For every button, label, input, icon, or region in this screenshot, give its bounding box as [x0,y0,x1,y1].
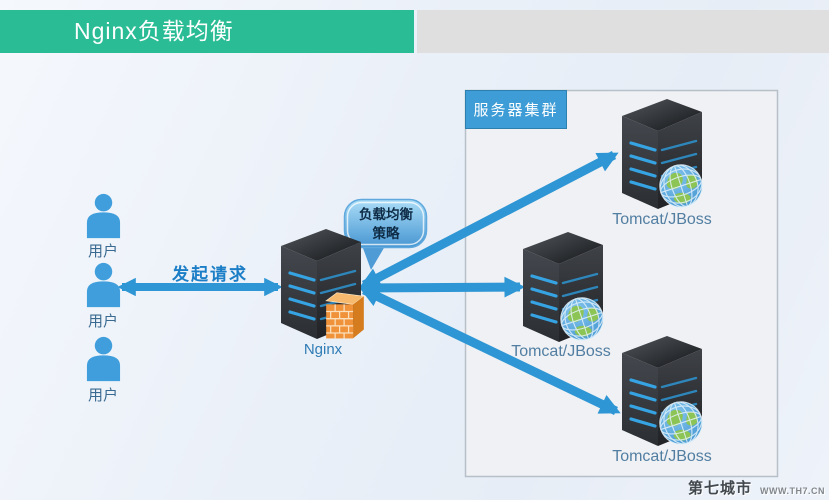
title-bar-accent [0,10,414,53]
callout-line-2: 策略 [372,226,400,241]
cluster-title: 服务器集群 [465,90,567,129]
callout-line-1: 负载均衡 [359,207,413,222]
nginx-label: Nginx [303,341,343,358]
user-label-1: 用户 [87,243,118,260]
server-label-3: Tomcat/JBoss [612,448,712,465]
callout-text: 负载均衡 策略 [342,205,430,243]
user-label-3: 用户 [87,387,118,404]
arrow-to-server-3 [359,285,621,416]
watermark-site: 第七城市 [687,480,752,497]
user-icon-1 [86,193,121,239]
server-label-1: Tomcat/JBoss [612,211,712,228]
user-icon-2 [86,262,121,308]
firewall-icon [325,292,365,340]
user-label-2: 用户 [87,313,118,330]
arrows [117,151,621,416]
callout-bubble [343,198,428,270]
arrow-to-server-2 [358,276,526,299]
watermark: 第七城市 WWW.TH7.CN [688,477,825,498]
arrow-to-server-1 [359,151,619,289]
watermark-url: WWW.TH7.CN [760,486,825,496]
title-bar-gray [417,10,829,53]
user-icon-3 [86,336,121,382]
request-arrow-label: 发起请求 [172,265,248,284]
server-label-2: Tomcat/JBoss [511,343,611,360]
page-title: Nginx负载均衡 [74,18,234,44]
